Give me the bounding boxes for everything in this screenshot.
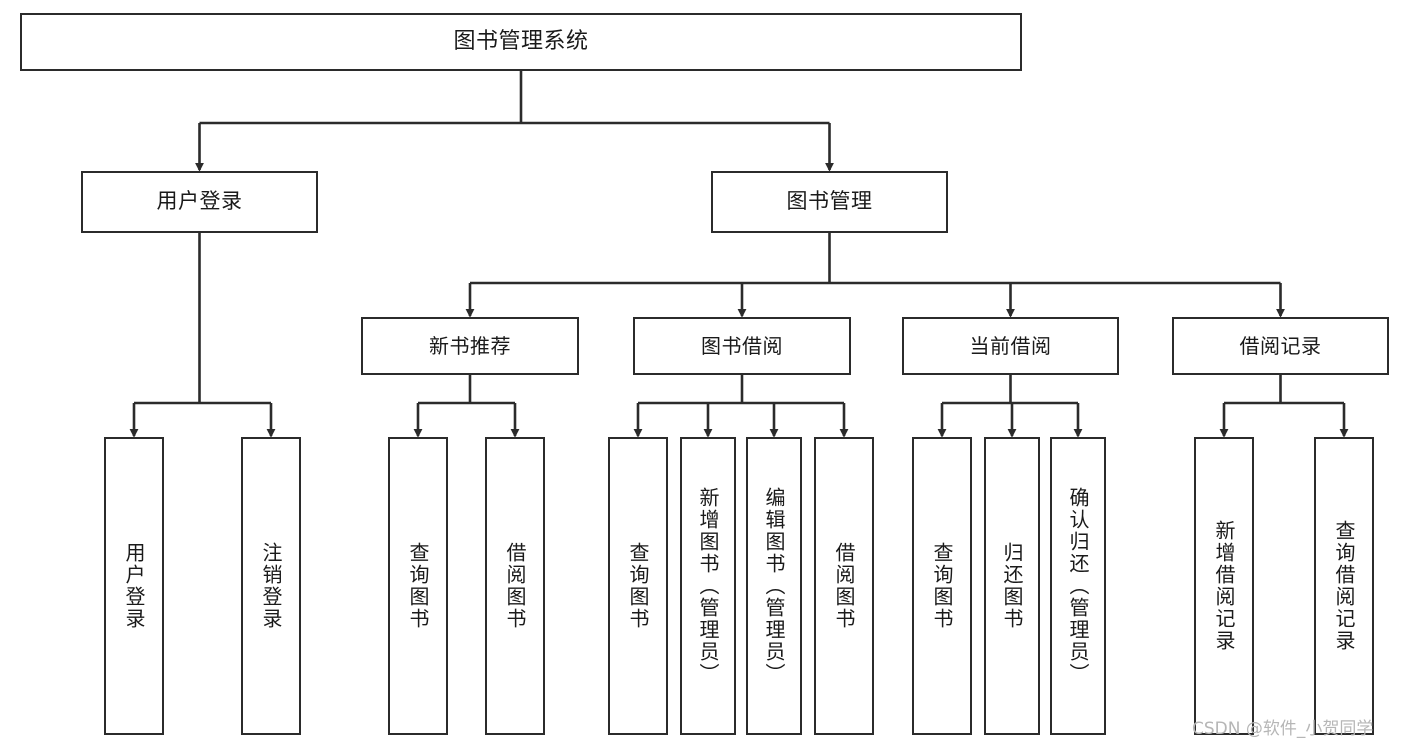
- node-label: 当前借阅: [969, 333, 1052, 358]
- node-label: 查询借阅记录: [1332, 520, 1356, 652]
- node-leaf-borrow-book-a[interactable]: 借阅图书: [485, 437, 545, 735]
- node-leaf-user-login[interactable]: 用户登录: [104, 437, 164, 735]
- node-label: 用户登录: [156, 189, 243, 214]
- node-new-book-rec[interactable]: 新书推荐: [361, 317, 579, 375]
- node-label: 新书推荐: [429, 333, 511, 358]
- node-leaf-return-book[interactable]: 归还图书: [984, 437, 1040, 735]
- node-label: 新增图书（管理员）: [696, 487, 720, 685]
- node-leaf-add-book[interactable]: 新增图书（管理员）: [680, 437, 736, 735]
- node-label: 新增借阅记录: [1212, 520, 1236, 652]
- node-label: 编辑图书（管理员）: [762, 487, 786, 685]
- node-label: 确认归还（管理员）: [1066, 487, 1090, 685]
- node-root[interactable]: 图书管理系统: [20, 13, 1022, 71]
- node-label: 查询图书: [626, 542, 650, 630]
- node-label: 归还图书: [1000, 542, 1024, 630]
- node-leaf-edit-book[interactable]: 编辑图书（管理员）: [746, 437, 802, 735]
- node-label: 注销登录: [259, 542, 283, 630]
- node-label: 借阅图书: [832, 542, 856, 630]
- node-leaf-query-record[interactable]: 查询借阅记录: [1314, 437, 1374, 735]
- node-user-login[interactable]: 用户登录: [81, 171, 318, 233]
- node-leaf-query-book-c[interactable]: 查询图书: [912, 437, 972, 735]
- node-label: 图书管理: [786, 189, 873, 214]
- node-leaf-add-record[interactable]: 新增借阅记录: [1194, 437, 1254, 735]
- node-label: 用户登录: [122, 542, 146, 630]
- node-book-manage[interactable]: 图书管理: [711, 171, 948, 233]
- node-book-borrow[interactable]: 图书借阅: [633, 317, 851, 375]
- node-leaf-logout[interactable]: 注销登录: [241, 437, 301, 735]
- node-label: 查询图书: [930, 542, 954, 630]
- node-current-borrow[interactable]: 当前借阅: [902, 317, 1119, 375]
- node-label: 借阅记录: [1239, 333, 1322, 358]
- node-label: 图书借阅: [701, 333, 783, 358]
- node-borrow-record[interactable]: 借阅记录: [1172, 317, 1389, 375]
- watermark-text: CSDN @软件_小贺同学: [1192, 719, 1374, 739]
- node-leaf-query-book-b[interactable]: 查询图书: [608, 437, 668, 735]
- node-leaf-confirm-ret[interactable]: 确认归还（管理员）: [1050, 437, 1106, 735]
- node-label: 图书管理系统: [453, 28, 589, 54]
- node-leaf-query-book-a[interactable]: 查询图书: [388, 437, 448, 735]
- node-label: 借阅图书: [503, 542, 527, 630]
- node-label: 查询图书: [406, 542, 430, 630]
- node-leaf-borrow-book-b[interactable]: 借阅图书: [814, 437, 874, 735]
